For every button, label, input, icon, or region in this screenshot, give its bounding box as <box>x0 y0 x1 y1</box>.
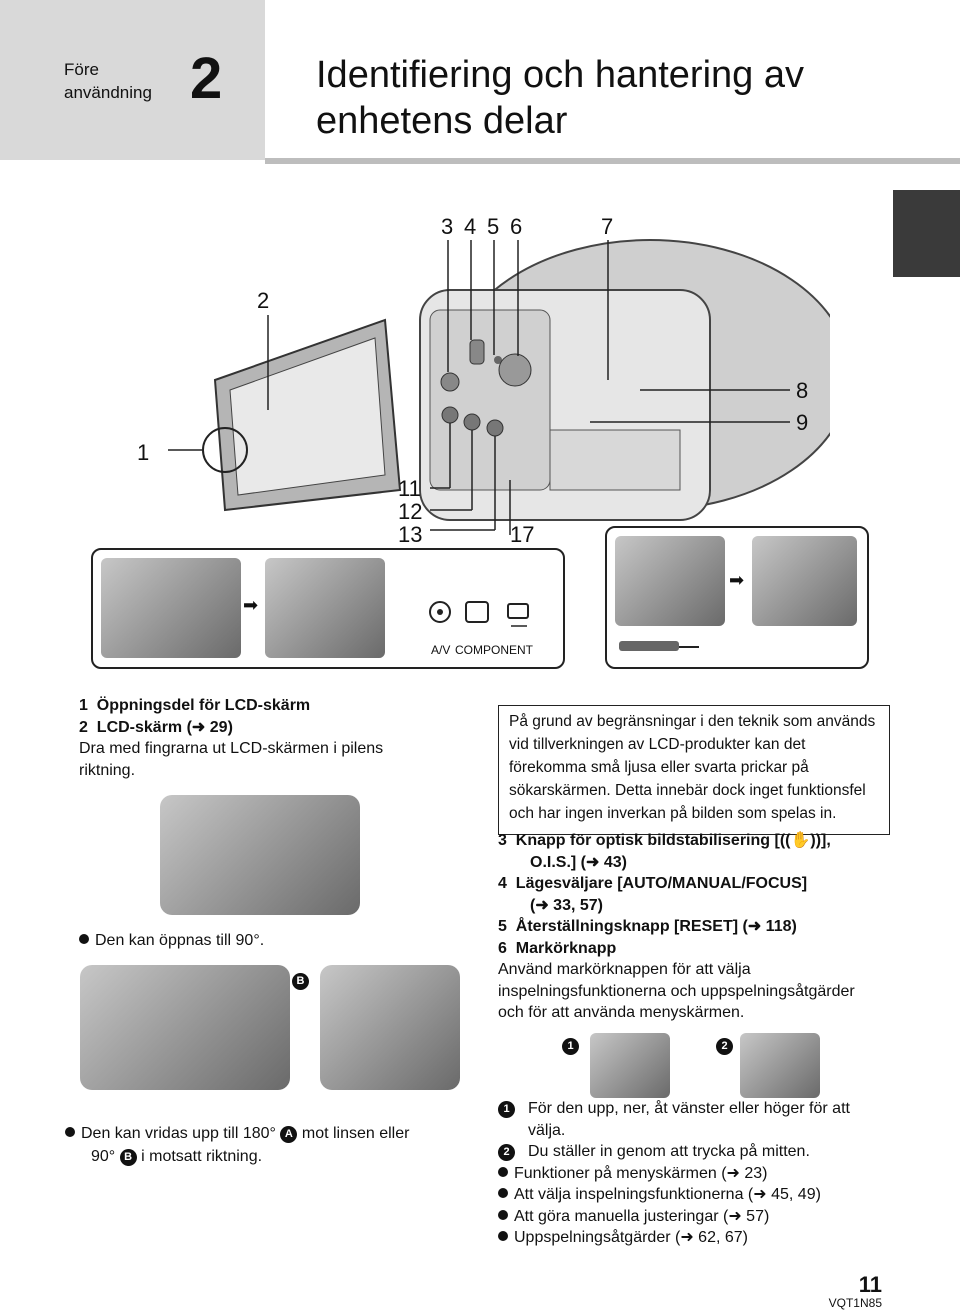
battery-cover-photo-1 <box>615 536 725 626</box>
usb-jack-icon <box>507 603 529 619</box>
bullet-icon <box>79 934 89 944</box>
arrow-right-icon: ➡ <box>729 570 745 590</box>
av-label: A/V <box>431 643 451 657</box>
av-jack-icon <box>429 601 451 623</box>
battery-cover-figure: ➡ <box>605 526 869 669</box>
bullet-rotate: Den kan vridas upp till 180° A mot linse… <box>65 1122 465 1168</box>
item-2-desc: Dra med fingrarna ut LCD-skärmen i pilen… <box>79 740 384 779</box>
ois-button <box>440 372 460 392</box>
callout-13: 13 <box>398 522 423 547</box>
step2-marker-container: 2 <box>716 1037 733 1055</box>
item-3-ref: O.I.S.] (➜ 43) <box>530 853 627 871</box>
bullet-item: Att göra manuella justeringar (➜ 57) <box>498 1206 878 1228</box>
callout-6: 6 <box>510 214 523 239</box>
step-1: 1 För den upp, ner, åt vänster eller hög… <box>498 1098 878 1141</box>
bullet-item: Uppspelningsåtgärder (➜ 62, 67) <box>498 1227 878 1249</box>
chapter-number: 2 <box>190 46 223 111</box>
usb-jack <box>486 419 504 437</box>
component-jack-icon <box>465 601 489 623</box>
av-jack <box>441 406 459 424</box>
step-2: 2 Du ställer in genom att trycka på mitt… <box>498 1141 878 1163</box>
item-list-left: 1 Öppningsdel för LCD-skärm 2 LCD-skärm … <box>79 695 439 781</box>
leader-lines <box>168 240 790 535</box>
item-6: 6 Markörknapp <box>498 939 617 957</box>
callout-3: 3 <box>441 214 454 239</box>
callout-7: 7 <box>601 214 614 239</box>
step1-marker: 1 <box>562 1038 579 1055</box>
item-5: 5 Återställningsknapp [RESET] (➜ 118) <box>498 918 797 935</box>
callout-9: 9 <box>796 410 809 435</box>
callout-8: 8 <box>796 378 809 403</box>
lcd-open-90-photo <box>160 795 360 915</box>
item-3: 3 Knapp för optisk bildstabilisering [((… <box>498 832 831 849</box>
step1-marker-container: 1 <box>562 1037 579 1055</box>
jack-icons <box>429 601 529 627</box>
component-jack <box>463 413 481 431</box>
step2-marker: 2 <box>716 1038 733 1055</box>
ois-icon: ((✋)) <box>779 832 822 849</box>
header-rule <box>265 158 960 164</box>
cursor-button <box>498 353 532 387</box>
mode-switch <box>469 339 485 365</box>
bullet-icon <box>65 1127 75 1137</box>
battery-cover-photo-2 <box>752 536 857 626</box>
callout-12: 12 <box>398 499 423 524</box>
marker-b-container: B <box>292 972 309 990</box>
callout-17: 17 <box>510 522 535 547</box>
item-6-desc: Använd markörknappen för att välja inspe… <box>498 961 855 1021</box>
page-title: Identifiering och hantering av enhetens … <box>316 54 804 142</box>
item-1: 1 Öppningsdel för LCD-skärm <box>79 697 311 714</box>
callout-5: 5 <box>487 214 500 239</box>
bullet-open-90: Den kan öppnas till 90°. <box>79 930 264 952</box>
reset-button <box>494 356 502 364</box>
lcd-note-box: På grund av begränsningar i den teknik s… <box>498 705 890 835</box>
callout-4: 4 <box>464 214 477 239</box>
page-number: 11 <box>858 1272 882 1297</box>
callout-11: 11 <box>398 476 421 501</box>
item-2: 2 LCD-skärm (➜ 29) <box>79 718 233 736</box>
bullet-item: Funktioner på menyskärmen (➜ 23) <box>498 1163 878 1185</box>
marker-b: B <box>292 973 309 990</box>
cursor-usage: 1 För den upp, ner, åt vänster eller hög… <box>498 1098 878 1249</box>
lcd-open-part-marker <box>202 427 248 473</box>
marker-b-inline: B <box>119 1149 137 1166</box>
lcd-rotate-90-photo <box>320 965 460 1090</box>
lcd-rotate-180-photo <box>80 965 290 1090</box>
battery-compartment <box>549 429 681 491</box>
jack-cover-photo-1 <box>101 558 241 658</box>
camcorder-diagram <box>168 239 830 535</box>
section-label: Före användning <box>64 60 152 102</box>
item-list-right: 3 Knapp för optisk bildstabilisering [((… <box>498 830 878 1024</box>
section-tab <box>0 0 265 160</box>
leader-line-10 <box>679 646 699 648</box>
callout-2: 2 <box>257 288 270 313</box>
item-4: 4 Lägesväljare [AUTO/MANUAL/FOCUS] <box>498 875 808 892</box>
jack-cover-photo-2 <box>265 558 385 658</box>
document-code: VQT1N85 <box>828 1296 882 1310</box>
arrow-right-icon: ➡ <box>243 595 259 615</box>
callout-1: 1 <box>137 440 150 465</box>
marker-a-inline: A <box>280 1126 298 1143</box>
component-label: COMPONENT <box>455 643 533 657</box>
jack-cover-figure: ➡ A/V COMPONENT <box>91 548 565 669</box>
terminal-icon <box>619 641 679 651</box>
cursor-move-photo <box>590 1033 670 1098</box>
bullet-item: Att välja inspelningsfunktionerna (➜ 45,… <box>498 1184 878 1206</box>
cursor-press-photo <box>740 1033 820 1098</box>
side-tab-marker <box>893 190 960 277</box>
item-4-ref: (➜ 33, 57) <box>530 896 603 914</box>
